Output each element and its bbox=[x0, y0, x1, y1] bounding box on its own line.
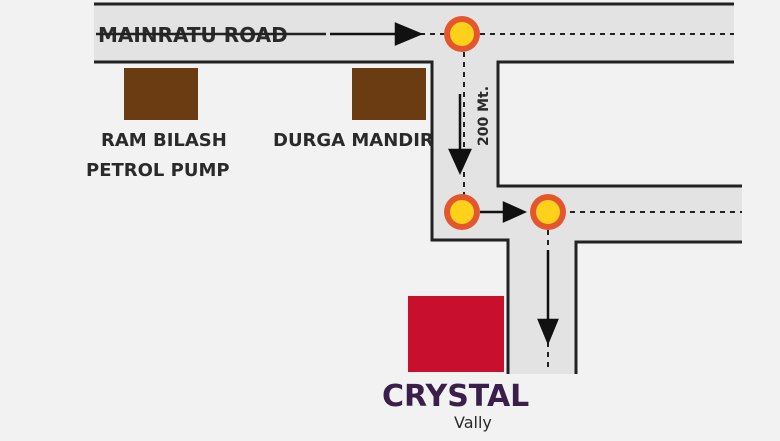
connector-road-2 bbox=[508, 242, 576, 374]
cross-road bbox=[432, 186, 742, 242]
road-edge bbox=[496, 60, 742, 188]
arrow-right-icon bbox=[394, 22, 424, 46]
destination-brand: CRYSTAL bbox=[382, 379, 529, 414]
arrow-right-icon bbox=[502, 201, 528, 223]
road-edge bbox=[94, 60, 510, 374]
distance-label: 200 Mt. bbox=[476, 86, 492, 146]
arrow-down-icon bbox=[537, 318, 559, 346]
landmark-label-line2: PETROL PUMP bbox=[86, 160, 230, 181]
traffic-signals bbox=[444, 16, 566, 230]
arrow-down-icon bbox=[448, 148, 472, 176]
signal-icon-core bbox=[536, 200, 560, 224]
road-edges bbox=[94, 2, 742, 374]
durga-mandir-marker bbox=[352, 68, 426, 120]
petrol-pump-marker bbox=[124, 68, 198, 120]
destination-sub: Vally bbox=[454, 413, 492, 432]
direction-arrows bbox=[330, 22, 559, 346]
landmark-label-line1: RAM BILASH bbox=[101, 130, 227, 151]
landmark-label-line1: DURGA MANDIR bbox=[273, 130, 434, 151]
signal-icon-core bbox=[450, 22, 474, 46]
road-edge bbox=[574, 240, 742, 374]
signal-icon-core bbox=[450, 200, 474, 224]
destination-marker bbox=[408, 296, 504, 372]
